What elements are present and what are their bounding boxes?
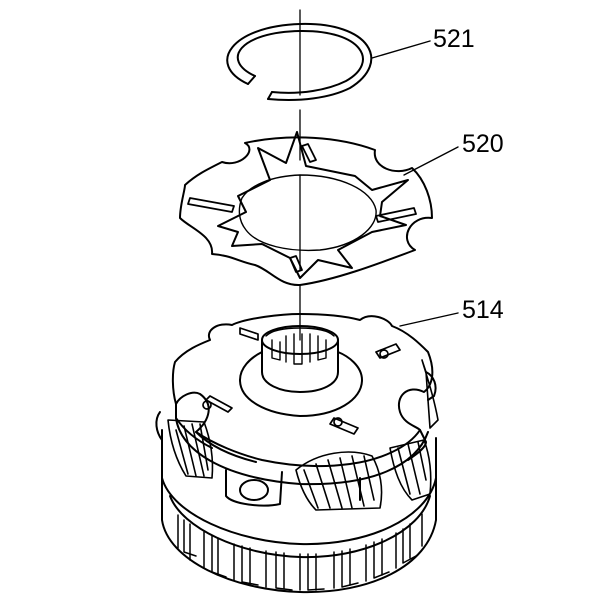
retaining-ring bbox=[226, 22, 373, 101]
leader-lines bbox=[371, 40, 459, 327]
thrust-washer bbox=[179, 131, 433, 287]
planetary-carrier-assembly bbox=[155, 313, 439, 594]
leader-line-514 bbox=[399, 312, 459, 327]
leader-line-520 bbox=[403, 146, 459, 176]
callout-label-520: 520 bbox=[462, 130, 504, 158]
callout-label-521: 521 bbox=[433, 25, 475, 53]
leader-line-521 bbox=[371, 40, 431, 59]
callout-label-514: 514 bbox=[462, 296, 504, 324]
